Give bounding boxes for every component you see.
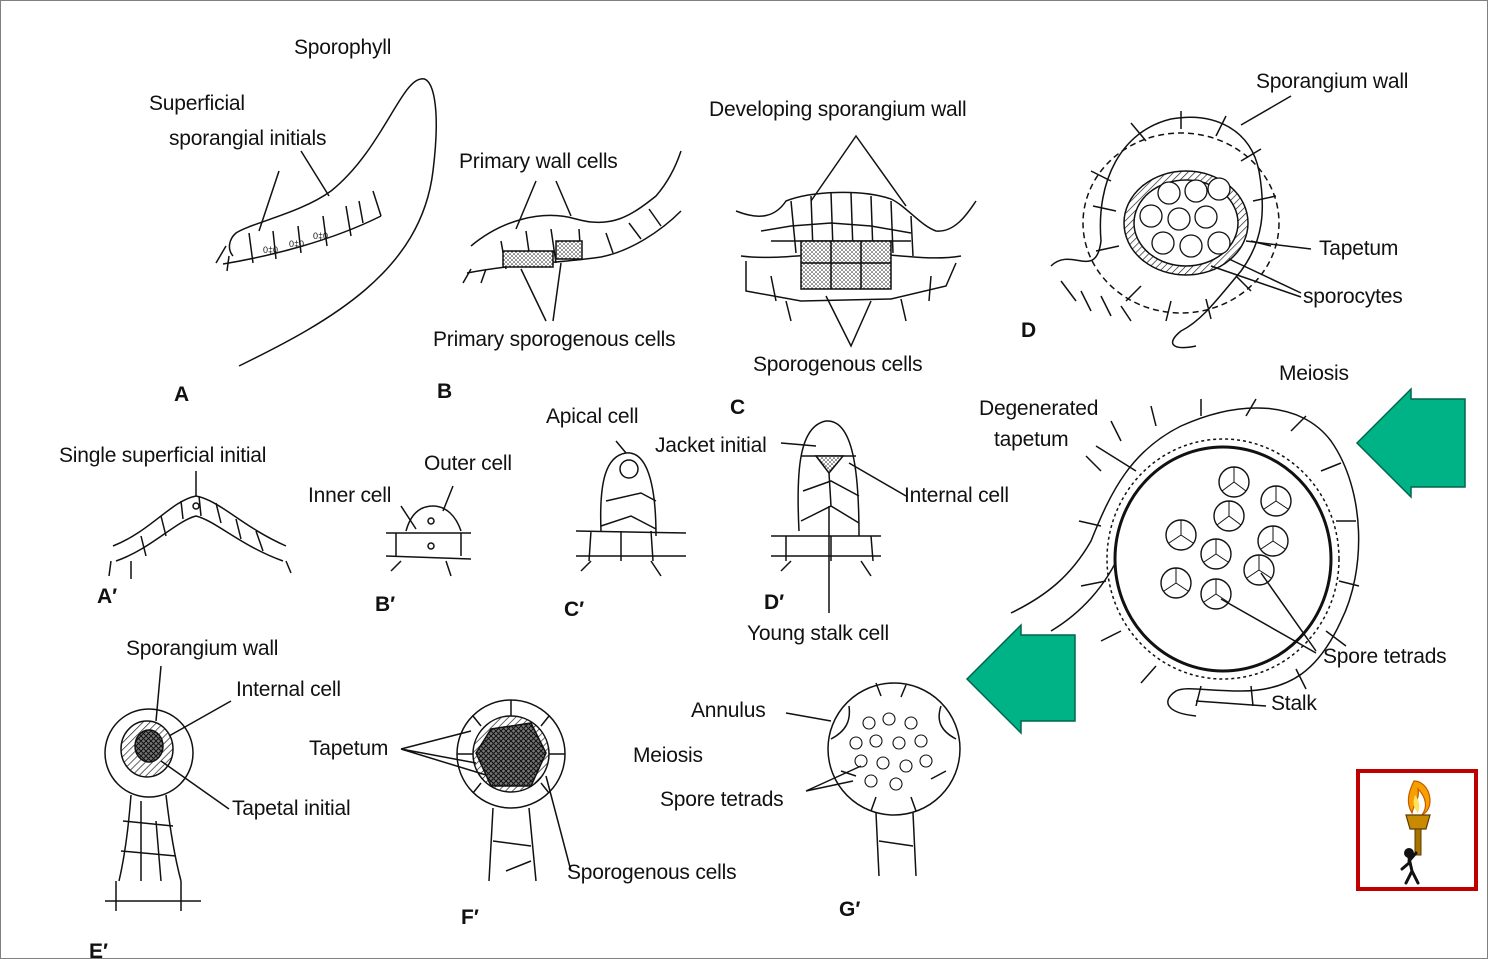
label-primary-wall-cells: Primary wall cells <box>459 151 618 172</box>
label-primary-sporogenous-cells: Primary sporogenous cells <box>433 329 675 350</box>
figure-letter-a: A <box>174 384 189 405</box>
label-sporangial-initials: sporangial initials <box>169 128 326 149</box>
label-sporophyll: Sporophyll <box>294 37 391 58</box>
figure-letter-g-prime: G′ <box>839 899 860 920</box>
label-internal-cell-e: Internal cell <box>236 679 341 700</box>
figure-letter-b-prime: B′ <box>375 594 395 615</box>
figure-letter-d: D <box>1021 320 1036 341</box>
label-tapetum-f: Tapetum <box>309 738 388 759</box>
figure-b-wall-cells <box>463 151 681 321</box>
figure-letter-b: B <box>437 381 452 402</box>
svg-text:0‡0: 0‡0 <box>289 239 304 249</box>
label-sporangium-wall-e: Sporangium wall <box>126 638 278 659</box>
label-annulus: Annulus <box>691 700 766 721</box>
figure-letter-f-prime: F′ <box>461 907 479 928</box>
label-sporogenous-cells-f: Sporogenous cells <box>567 862 736 883</box>
label-apical-cell: Apical cell <box>546 406 638 427</box>
label-sporangium-wall-d: Sporangium wall <box>1256 71 1408 92</box>
figure-c-prime <box>576 441 686 576</box>
label-tapetum-degenerated: tapetum <box>994 429 1068 450</box>
arrow-left-icon <box>967 625 1075 733</box>
figure-a-prime <box>109 471 291 579</box>
label-tapetal-initial: Tapetal initial <box>232 798 350 819</box>
svg-text:0‡0: 0‡0 <box>313 231 328 241</box>
label-tapetum-d: Tapetum <box>1319 238 1398 259</box>
figure-letter-d-prime: D′ <box>764 592 784 613</box>
label-jacket-initial: Jacket initial <box>655 435 767 456</box>
figure-f-prime <box>401 700 571 881</box>
figure-d-prime <box>771 421 906 613</box>
label-sporocytes: sporocytes <box>1303 286 1403 307</box>
label-degenerated: Degenerated <box>979 398 1098 419</box>
figure-letter-c-prime: C′ <box>564 599 584 620</box>
label-internal-cell-d: Internal cell <box>904 485 1009 506</box>
figure-b-prime <box>386 486 471 576</box>
torch-button[interactable] <box>1356 769 1478 891</box>
torch-icon <box>1360 773 1474 887</box>
label-superficial: Superficial <box>149 93 245 114</box>
label-sporogenous-cells-c: Sporogenous cells <box>753 354 922 375</box>
figure-g-prime <box>786 683 960 876</box>
label-developing-sporangium-wall: Developing sporangium wall <box>709 99 966 120</box>
figure-c-developing-wall <box>736 136 976 346</box>
label-meiosis-g: Meiosis <box>633 745 703 766</box>
figure-a-sporophyll: 0‡0 0‡0 0‡0 <box>216 79 436 366</box>
arrow-left-icon <box>1357 389 1465 497</box>
svg-text:0‡0: 0‡0 <box>263 245 278 255</box>
figure-letter-a-prime: A′ <box>97 586 117 607</box>
label-inner-cell: Inner cell <box>308 485 391 506</box>
figure-d-sporangium <box>1051 96 1311 348</box>
label-meiosis-top: Meiosis <box>1279 363 1349 384</box>
label-outer-cell: Outer cell <box>424 453 512 474</box>
label-young-stalk-cell: Young stalk cell <box>747 623 889 644</box>
label-single-superficial-initial: Single superficial initial <box>59 445 266 466</box>
figure-letter-c: C <box>730 397 745 418</box>
label-spore-tetrads-g: Spore tetrads <box>660 789 783 810</box>
figure-e-prime <box>105 666 231 911</box>
label-spore-tetrads-right: Spore tetrads <box>1323 646 1446 667</box>
figure-letter-e-prime: E′ <box>89 941 108 959</box>
label-stalk: Stalk <box>1271 693 1317 714</box>
